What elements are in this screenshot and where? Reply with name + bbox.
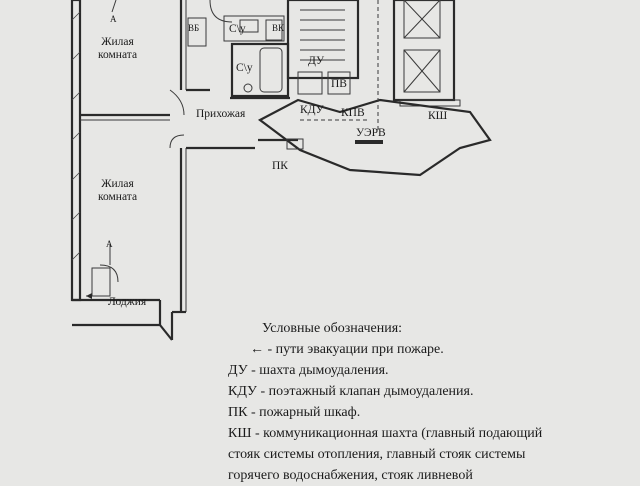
outer-walls [70,0,298,341]
uerv-label: УЭРВ [356,127,386,139]
ksh-label: КШ [428,110,448,122]
kpv-label: КПВ [341,107,365,119]
loggia-label: Лоджия [108,296,147,308]
pk-label: ПК [272,160,288,172]
legend-item-pk: ПК - пожарный шкаф. [228,405,361,420]
legend-item-ksh: КШ - коммуникационная шахта (главный под… [228,426,543,441]
pv-label: ПВ [331,78,347,90]
living-room-bottom-label: Жилая комната [98,178,138,203]
bathroom-1-label: С\у [229,23,246,35]
legend-item-evacuation: ← - пути эвакуации при пожаре. [250,342,444,357]
bathroom-2-label: С\у [236,62,253,74]
legend-continuation-1: стояк системы отопления, главный стояк с… [228,447,526,462]
hallway-label: Прихожая [196,108,246,120]
section-a-top-label: А [110,14,117,24]
doors-and-arrows [86,0,185,299]
du-label: ДУ [308,55,325,67]
vs-label: ВБ [188,23,200,33]
legend-continuation-2: горячего водоснабжения, стояк ливневой [228,468,473,483]
vk-label: ВК [272,23,285,33]
section-a-bottom-label: А [106,239,113,249]
legend-list: ← - пути эвакуации при пожаре. ДУ - шахт… [228,339,542,486]
legend-item-kdu: КДУ - поэтажный клапан дымоудаления. [228,384,474,399]
stair-core [257,0,492,177]
legend-item-du: ДУ - шахта дымоудаления. [228,363,389,378]
living-room-top-label: Жилая комната [98,36,138,61]
legend-title: Условные обозначения: [262,321,403,336]
kdu-label: КДУ [300,104,324,116]
bathroom-block [187,0,290,98]
